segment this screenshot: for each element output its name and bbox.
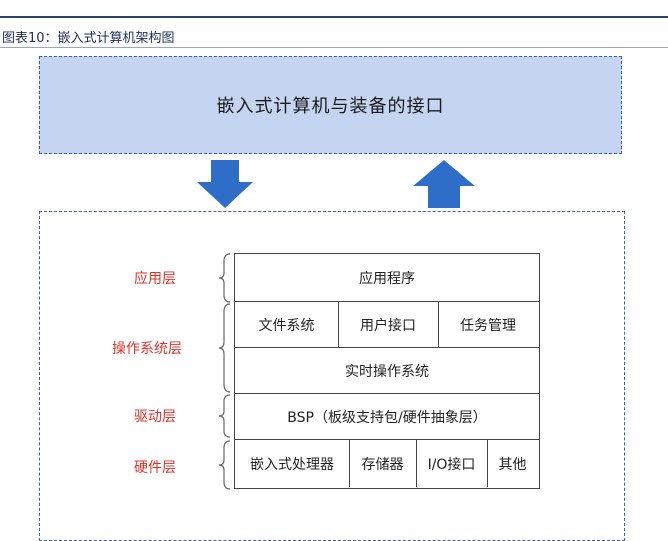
row-os-services: 文件系统 用户接口 任务管理 — [235, 302, 539, 347]
layer-label-os: 操作系统层 — [112, 341, 182, 357]
interface-label: 嵌入式计算机与装备的接口 — [216, 96, 445, 117]
cell-bsp: BSP（板级支持包/硬件抽象层） — [287, 409, 487, 426]
divider — [487, 440, 488, 487]
divider — [416, 440, 417, 487]
cell-processor: 嵌入式处理器 — [250, 456, 334, 473]
layer-label-app: 应用层 — [134, 271, 176, 287]
interface-box: 嵌入式计算机与装备的接口 — [39, 56, 622, 154]
up-arrow-icon — [413, 160, 475, 208]
layer-label-hardware: 硬件层 — [134, 460, 176, 476]
cell-app-program: 应用程序 — [359, 270, 415, 287]
divider — [235, 393, 539, 394]
row-app: 应用程序 — [235, 254, 539, 301]
cell-task-management: 任务管理 — [460, 317, 516, 334]
layer-label-driver: 驱动层 — [134, 409, 176, 425]
divider — [235, 439, 539, 440]
cell-file-system: 文件系统 — [258, 317, 315, 334]
cell-user-interface: 用户接口 — [360, 317, 416, 334]
row-hardware: 嵌入式处理器 存储器 I/O接口 其他 — [235, 440, 539, 487]
divider — [235, 347, 539, 348]
brace-app — [218, 253, 231, 303]
architecture-table: 应用程序 文件系统 用户接口 任务管理 实时操作系统 BSP（板级支持包/硬件抽… — [234, 253, 540, 489]
divider — [235, 301, 539, 302]
cell-other: 其他 — [498, 456, 527, 473]
row-rtos: 实时操作系统 — [235, 348, 539, 393]
cell-memory: 存储器 — [361, 456, 404, 473]
cell-io-interface: I/O接口 — [427, 456, 476, 473]
brace-hardware — [218, 440, 231, 490]
title-rule — [0, 47, 668, 48]
divider — [438, 302, 439, 347]
divider — [338, 302, 339, 347]
brace-os — [218, 303, 231, 393]
cell-rtos: 实时操作系统 — [345, 363, 429, 380]
figure-title: 图表10：嵌入式计算机架构图 — [2, 31, 175, 46]
down-arrow-icon — [197, 160, 253, 208]
row-driver: BSP（板级支持包/硬件抽象层） — [235, 394, 539, 439]
header-rule — [0, 16, 668, 18]
divider — [349, 440, 350, 487]
brace-driver — [218, 394, 231, 438]
